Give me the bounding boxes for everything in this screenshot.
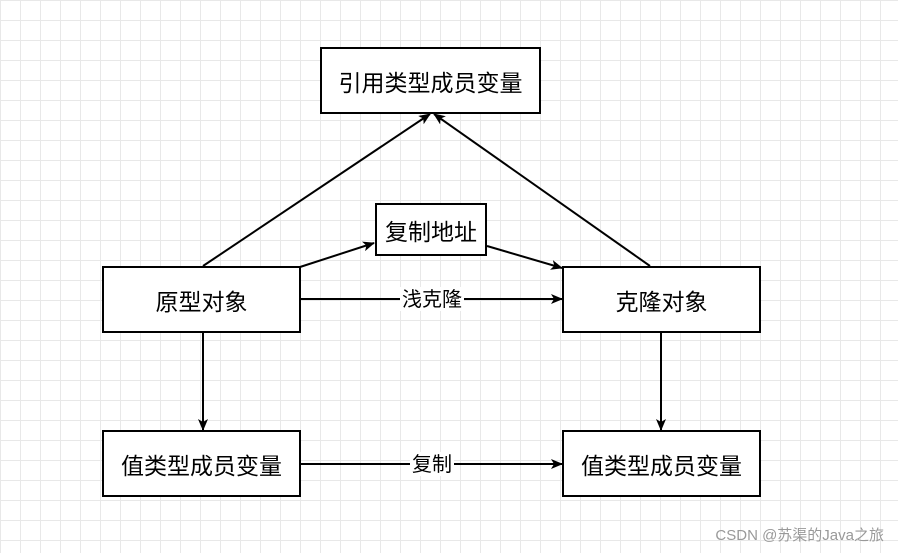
copy-label: 复制 xyxy=(410,452,454,476)
edge-original-to-copy-address xyxy=(299,241,375,268)
watermark: CSDN @苏渠的Java之旅 xyxy=(715,527,884,544)
edge-original-to-ref xyxy=(202,113,431,267)
copy-address-node: 复制地址 xyxy=(375,203,487,256)
edge-clone-to-ref xyxy=(433,113,651,267)
ref-member-node: 引用类型成员变量 xyxy=(320,47,541,114)
value-member-right-node: 值类型成员变量 xyxy=(562,430,761,497)
edge-copy-address-to-clone xyxy=(486,245,563,270)
clone-object-node: 克隆对象 xyxy=(562,266,761,333)
value-member-left-node: 值类型成员变量 xyxy=(102,430,301,497)
shallow-clone-label: 浅克隆 xyxy=(400,287,464,311)
original-object-node: 原型对象 xyxy=(102,266,301,333)
